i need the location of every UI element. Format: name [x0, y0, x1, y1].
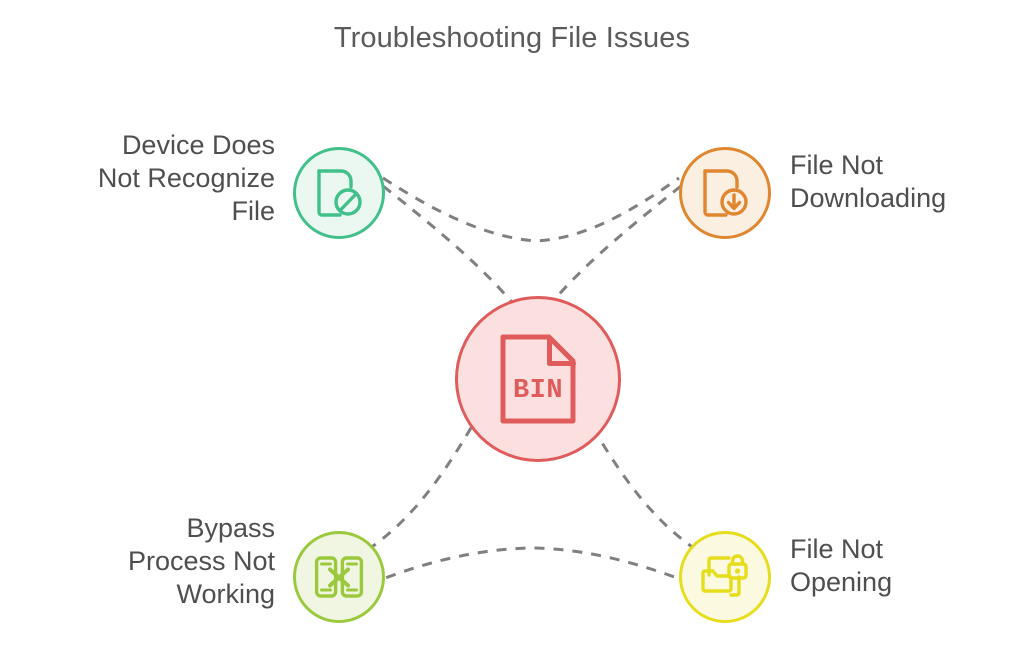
node-file-not-opening[interactable] [679, 531, 771, 623]
label-file-not-opening: File Not Opening [790, 534, 893, 597]
label-device-not-recognize: Device Does Not Recognize File [97, 130, 275, 226]
files-locked-icon [699, 553, 751, 601]
center-node[interactable]: BIN [455, 296, 621, 462]
node-file-not-downloading[interactable] [679, 147, 771, 239]
devices-disconnected-icon [313, 554, 365, 600]
svg-text:BIN: BIN [513, 376, 563, 406]
label-file-not-downloading: File Not Downloading [790, 150, 947, 213]
bin-file-icon: BIN [497, 331, 579, 427]
arc-top-sweep [382, 176, 680, 243]
file-download-icon [700, 167, 750, 219]
label-bypass-not-working: Bypass Process Not Working [127, 513, 275, 609]
page-title: Troubleshooting File Issues [333, 22, 691, 54]
node-bypass-not-working[interactable] [293, 531, 385, 623]
node-device-not-recognize[interactable] [293, 147, 385, 239]
file-blocked-icon [314, 167, 364, 219]
arc-bottom-sweep [350, 546, 714, 594]
